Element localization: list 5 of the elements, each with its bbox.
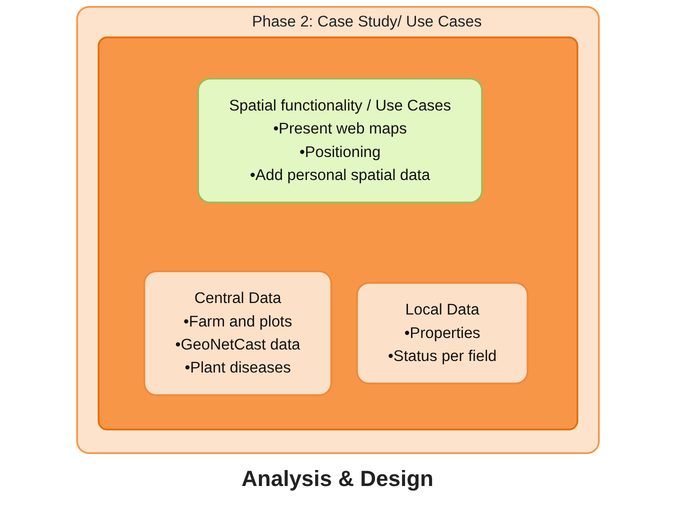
node-box: Central Data •Farm and plots •GeoNetCast data •Plant diseases bbox=[142, 270, 332, 396]
node-box: Spatial functionality / Use Cases •Present web maps •Positioning •Add personal spatial data bbox=[196, 78, 482, 204]
cluster bbox=[97, 36, 578, 430]
node-box: Local Data •Properties •Status per field bbox=[356, 282, 528, 384]
caption: Analysis & Design bbox=[242, 466, 434, 492]
